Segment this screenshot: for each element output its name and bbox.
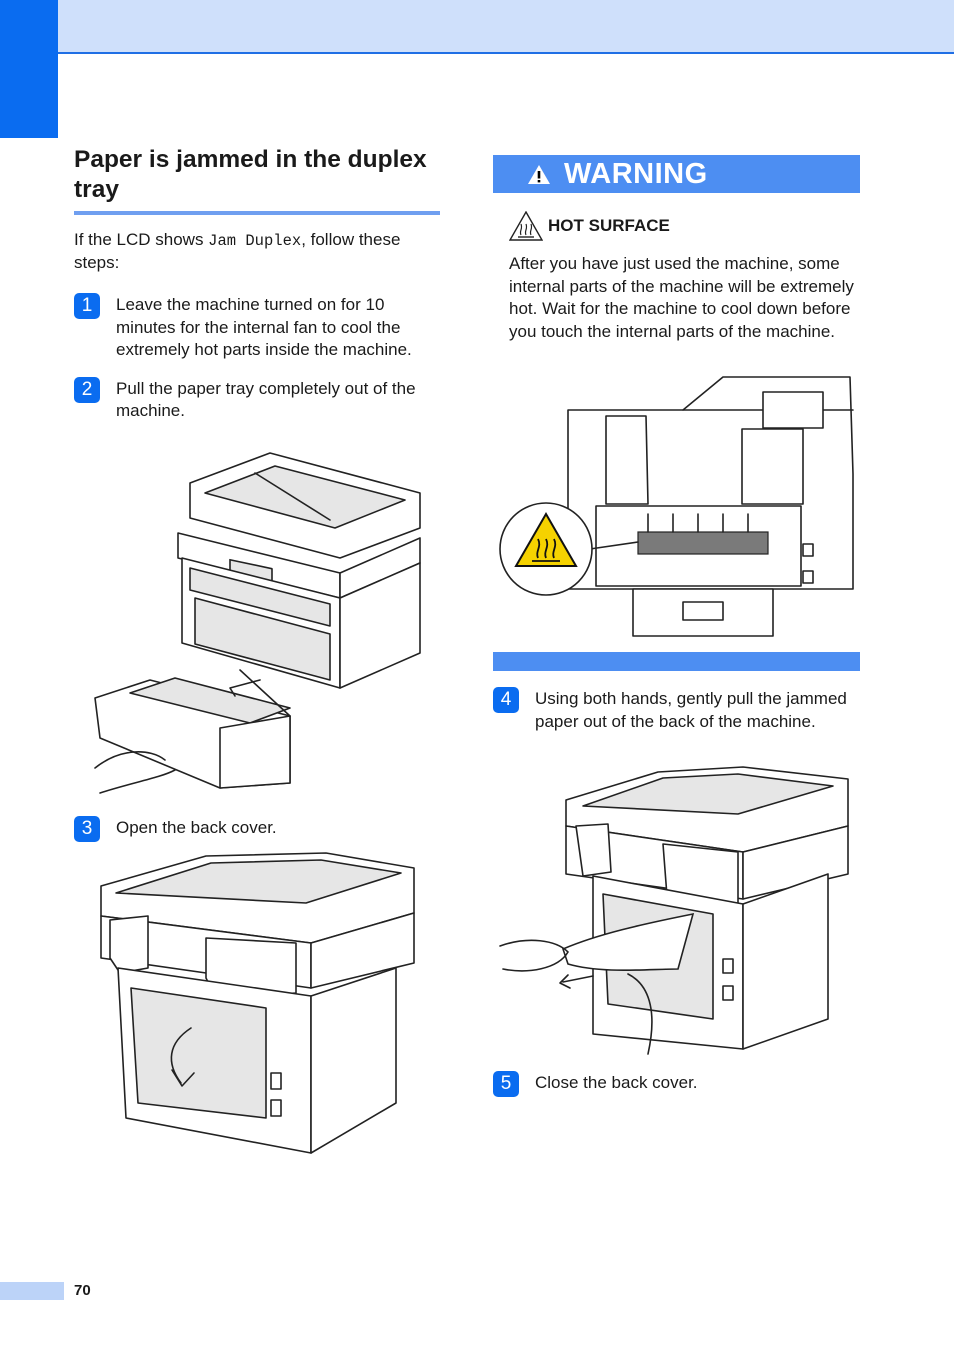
left-column: Paper is jammed in the duplex tray If th… — [74, 145, 440, 423]
hot-surface-icon — [509, 211, 543, 241]
step-5-text: Close the back cover. — [535, 1073, 698, 1092]
step-number-5: 5 — [493, 1071, 519, 1097]
step-1: 1 Leave the machine turned on for 10 min… — [74, 293, 440, 362]
step-number-1: 1 — [74, 293, 100, 319]
step-number-3: 3 — [74, 816, 100, 842]
intro-paragraph: If the LCD shows Jam Duplex, follow thes… — [74, 229, 440, 274]
warning-label: WARNING — [564, 158, 708, 190]
warning-text: After you have just used the machine, so… — [509, 254, 854, 341]
lcd-message: Jam Duplex — [208, 232, 302, 250]
step-4-text: Using both hands, gently pull the jammed… — [535, 689, 847, 731]
step-2: 2 Pull the paper tray completely out of … — [74, 376, 440, 423]
header-band — [0, 0, 954, 54]
step-2-text: Pull the paper tray completely out of th… — [116, 378, 416, 421]
page-number: 70 — [74, 1282, 91, 1299]
section-title: Paper is jammed in the duplex tray — [74, 145, 440, 215]
right-column: WARNING HOT SURFACE After you have just … — [493, 155, 860, 343]
step-5: 5 Close the back cover. — [493, 1071, 880, 1097]
hot-surface-label: HOT SURFACE — [548, 216, 670, 235]
step-1-text: Leave the machine turned on for 10 minut… — [116, 295, 412, 359]
hot-surface-heading: HOT SURFACE — [493, 211, 860, 241]
page-number-bar — [0, 1282, 64, 1300]
printer-tray-out-illustration — [94, 452, 421, 794]
printer-hot-surface-illustration — [499, 376, 854, 637]
intro-text-end: , follow these steps: — [74, 230, 401, 272]
step-number-4: 4 — [493, 687, 519, 713]
step-number-2: 2 — [74, 376, 100, 403]
warning-triangle-icon — [528, 165, 550, 184]
warning-banner: WARNING — [493, 155, 860, 193]
warning-end-rule — [493, 652, 860, 671]
pull-jammed-paper-illustration — [499, 766, 849, 1055]
step-4: 4 Using both hands, gently pull the jamm… — [493, 687, 880, 733]
chapter-tab — [0, 0, 58, 138]
step-3: 3 Open the back cover. — [74, 816, 441, 842]
intro-text-start: If the LCD shows — [74, 230, 209, 249]
step-3-text: Open the back cover. — [116, 818, 277, 837]
back-cover-open-illustration — [100, 852, 415, 1154]
